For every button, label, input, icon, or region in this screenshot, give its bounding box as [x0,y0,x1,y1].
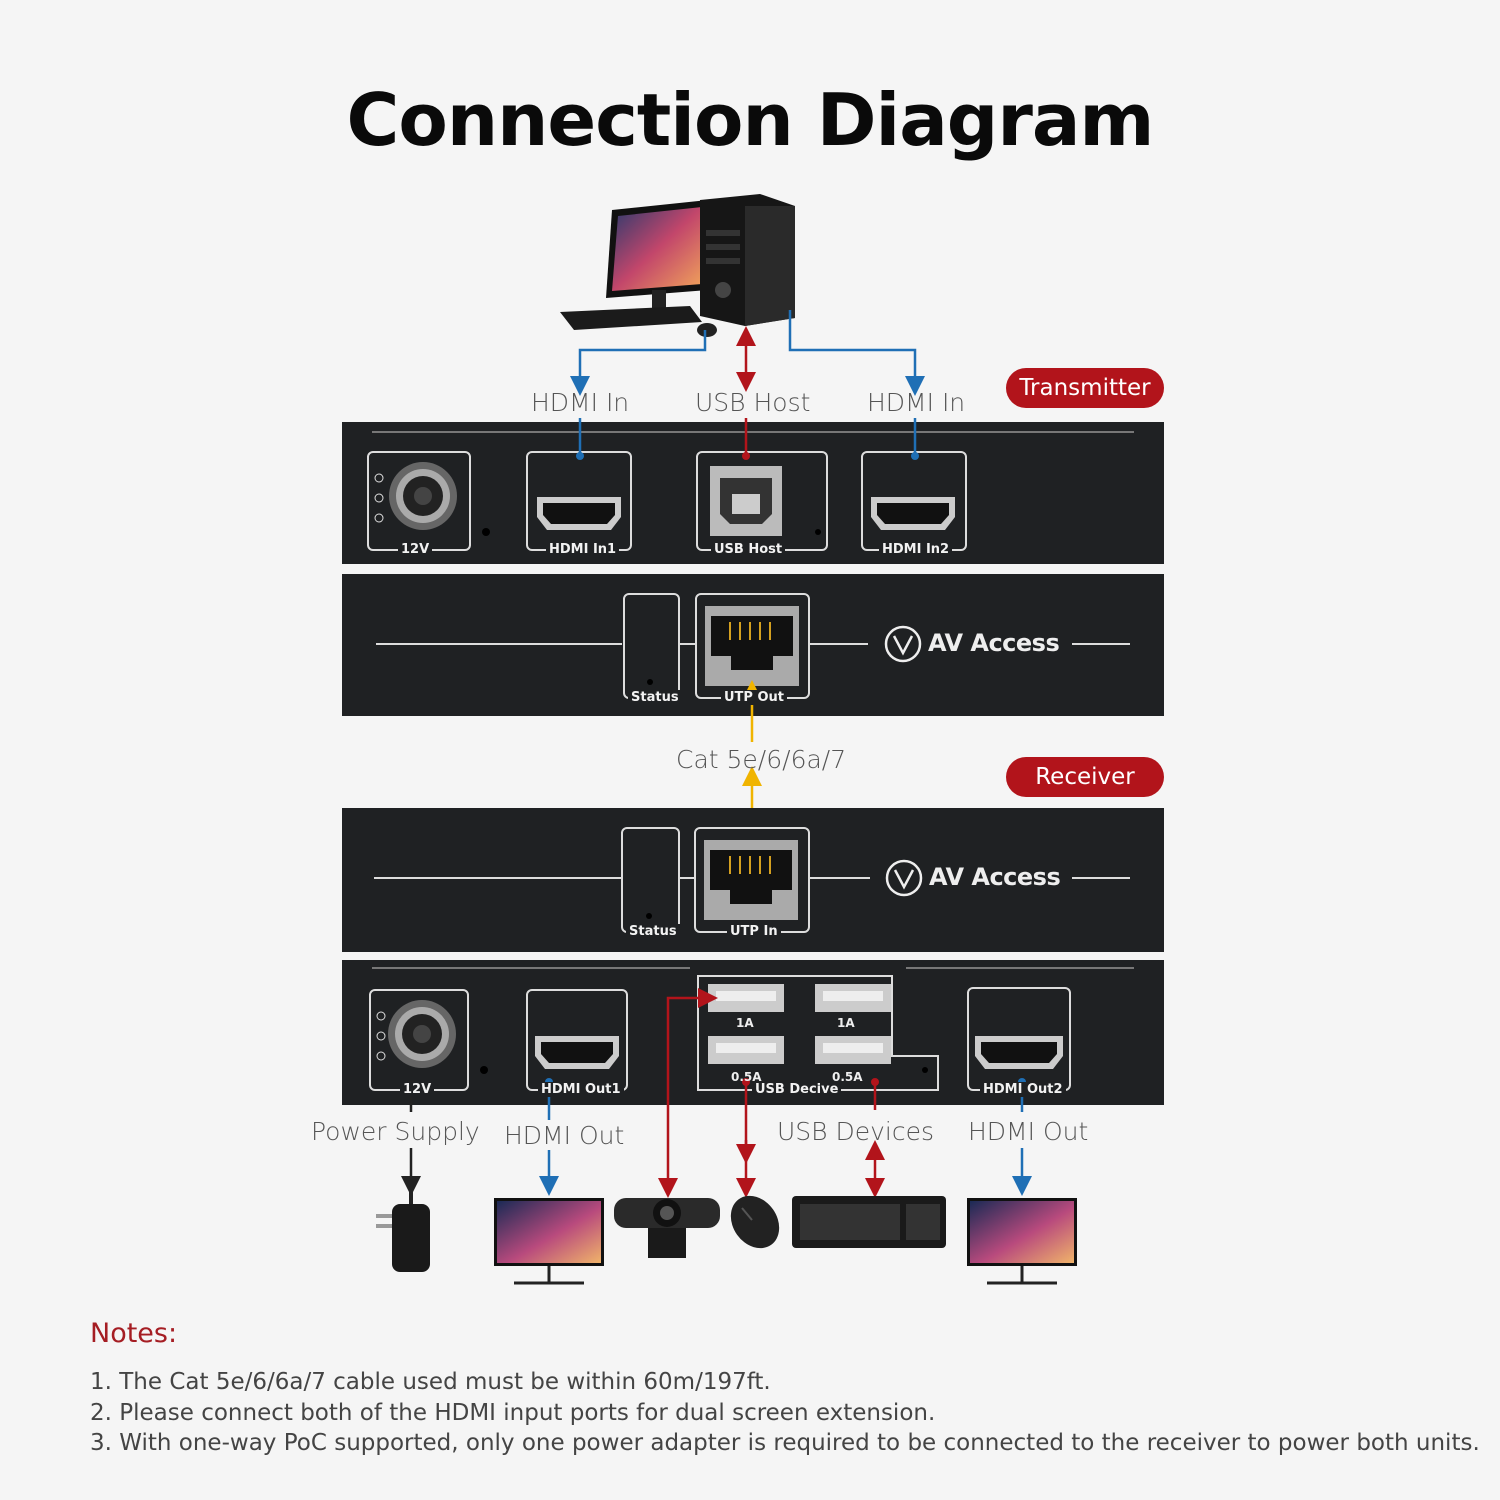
mouse-icon [730,1195,780,1249]
hdmi-out-2-label: HDMI Out [968,1117,1089,1146]
rx-status-label: Status [626,924,680,939]
usb-rating-label: 1A [837,1016,855,1030]
rx-usb-device-label: USB Decive [752,1082,842,1097]
usb-devices-label: USB Devices [777,1117,935,1146]
rx-hdmi-out1-label: HDMI Out1 [538,1082,624,1097]
cable-label: Cat 5e/6/6a/7 [676,745,847,774]
note-item: 3. With one-way PoC supported, only one … [90,1430,1480,1456]
power-adapter-icon [376,1190,430,1272]
tx-usb-host-label: USB Host [711,542,786,557]
computer-icon [560,194,795,337]
usb-rating-label: 0.5A [832,1070,863,1084]
tx-hdmi-in2-label: HDMI In2 [879,542,953,557]
usb-rating-label: 0.5A [731,1070,762,1084]
usb-host-label: USB Host [695,388,811,417]
rx-power-port-label: 12V [400,1082,435,1097]
tx-power-port-label: 12V [398,542,433,557]
hdmi-in-1-label: HDMI In [531,388,630,417]
monitor-icon [494,1198,604,1285]
tx-utp-out-label: UTP Out [721,690,787,705]
rx-utp-in-label: UTP In [727,924,781,939]
page-title: Connection Diagram [346,78,1155,162]
hdmi-out-1-label: HDMI Out [504,1121,625,1150]
monitor-icon [967,1198,1077,1285]
usb-rating-label: 1A [736,1016,754,1030]
transmitter-badge: Transmitter [1006,368,1164,408]
rx-brand-name: AV Access [929,863,1061,891]
note-item: 2. Please connect both of the HDMI input… [90,1400,936,1426]
keyboard-icon [792,1196,946,1248]
tx-brand-name: AV Access [928,629,1060,657]
rx-hdmi-out2-label: HDMI Out2 [980,1082,1066,1097]
power-supply-label: Power Supply [311,1117,480,1146]
receiver-badge: Receiver [1006,757,1164,797]
webcam-icon [614,1198,720,1258]
tx-status-label: Status [628,690,682,705]
note-item: 1. The Cat 5e/6/6a/7 cable used must be … [90,1369,771,1395]
tx-hdmi-in1-label: HDMI In1 [546,542,620,557]
av-access-logo-icon [884,625,922,663]
notes-heading: Notes: [90,1318,178,1349]
hdmi-in-2-label: HDMI In [867,388,966,417]
av-access-logo-icon [885,859,923,897]
transmitter-front-panel [342,422,1164,564]
